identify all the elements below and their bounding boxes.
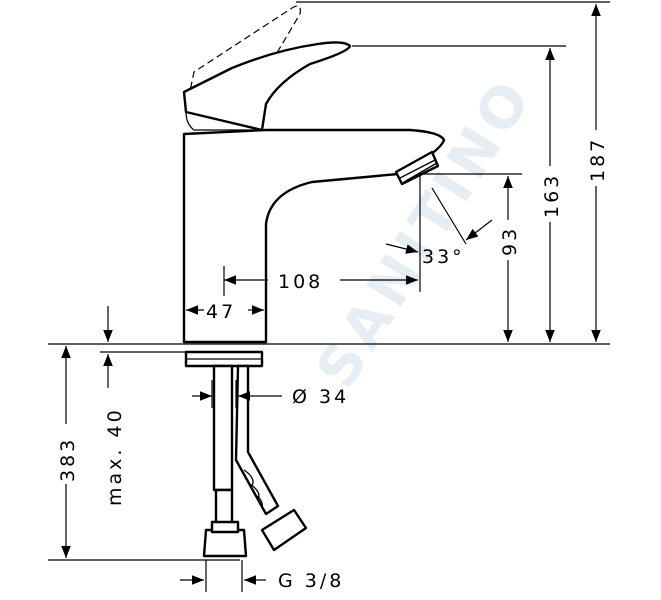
hose-angled-nut [260,508,308,552]
dim-163: 163 [541,173,563,218]
dim-47: 47 [206,301,236,323]
dim-108: 108 [278,271,323,293]
aerator-line-1 [399,159,436,179]
hose-straight-fitting [210,520,240,534]
dim-max-40: max. 40 [104,407,126,506]
dim-383: 383 [57,437,79,482]
angle-arrow-left [385,243,419,254]
angle-arrow-right [465,219,493,241]
dim-diameter-34: Ø 34 [292,386,349,408]
lever-base [185,111,266,131]
hose-angled-crimp [243,469,263,509]
threaded-shank [212,364,234,492]
angle-leg [431,187,467,245]
lever [182,41,352,132]
hose-straight [214,488,234,526]
aerator-line-2 [403,162,438,183]
aerator [394,150,440,186]
dim-93: 93 [499,226,521,256]
hose-angled [234,364,280,516]
hose-straight-nut [202,528,248,558]
lever-open-outline [185,5,301,119]
dim-g-3-8: G 3/8 [278,570,344,592]
dim-187: 187 [587,137,609,182]
dim-angle-33: 33° [422,246,465,268]
